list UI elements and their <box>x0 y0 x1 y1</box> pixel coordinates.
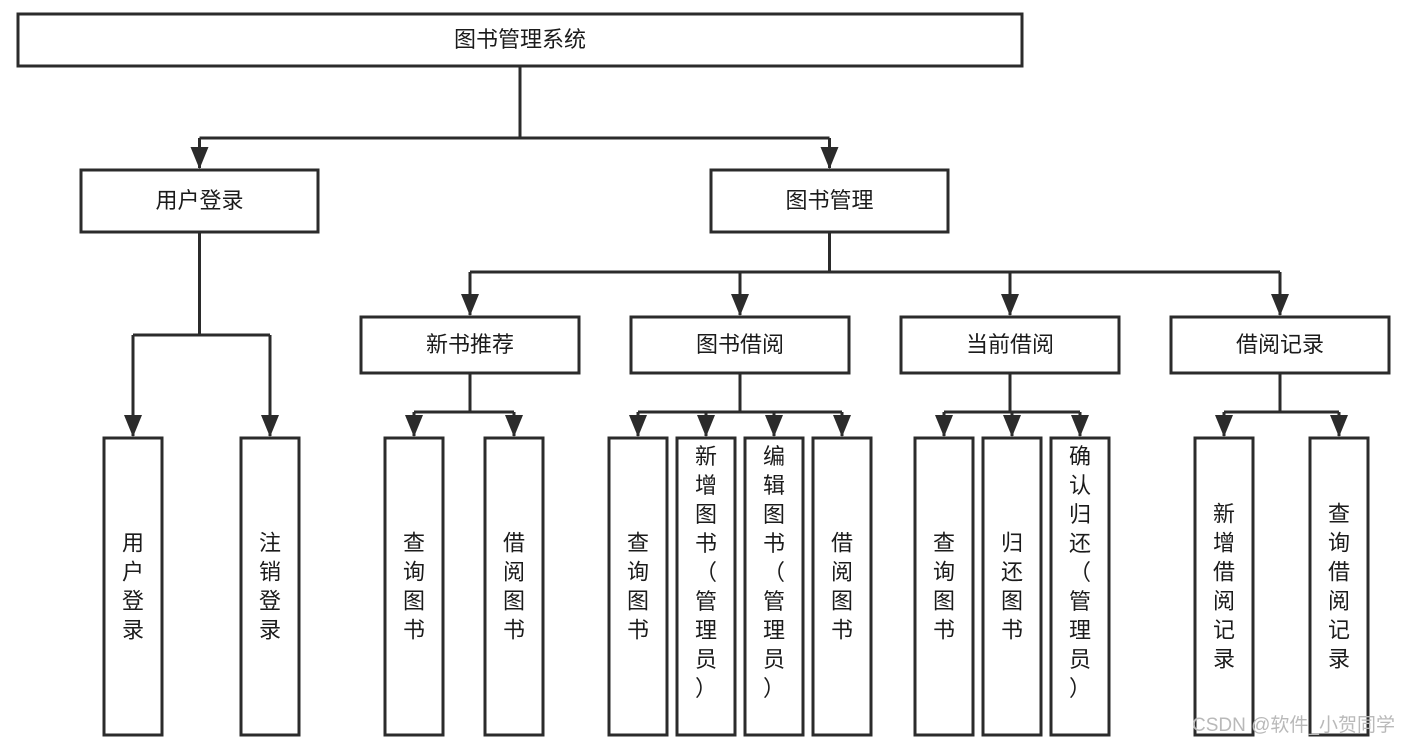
node-leaf-query-book-borrow-label: 查询图书 <box>627 531 649 643</box>
arrow-head-icon <box>261 415 279 437</box>
csdn-watermark: CSDN @软件_小贺同学 <box>1192 714 1395 736</box>
arrow-head-icon <box>1330 415 1348 437</box>
node-borrow-record[interactable]: 借阅记录 <box>1169 315 1391 375</box>
node-borrow-record-label: 借阅记录 <box>1236 332 1324 357</box>
node-leaf-query-book-current-label: 查询图书 <box>933 531 955 643</box>
arrow-head-icon <box>697 415 715 437</box>
node-leaf-query-borrow-record-box <box>1308 436 1370 737</box>
node-leaf-user-login[interactable]: 用户登录 <box>102 436 164 737</box>
node-leaf-query-book-recommend-label: 查询图书 <box>403 531 425 643</box>
node-leaf-user-login-label: 用户登录 <box>122 531 144 643</box>
node-new-book-recommend-label: 新书推荐 <box>426 332 514 357</box>
arrow-head-icon <box>1215 415 1233 437</box>
arrow-head-icon <box>731 294 749 316</box>
arrow-head-icon <box>1271 294 1289 316</box>
node-user-login[interactable]: 用户登录 <box>79 168 320 234</box>
node-leaf-add-borrow-record-box <box>1193 436 1255 737</box>
node-current-borrow[interactable]: 当前借阅 <box>899 315 1121 375</box>
node-leaf-query-borrow-record-label: 查询借阅记录 <box>1328 502 1350 672</box>
arrow-head-icon <box>124 415 142 437</box>
node-leaf-add-borrow-record-label: 新增借阅记录 <box>1213 502 1235 672</box>
node-root-box <box>16 12 1024 68</box>
node-leaf-add-book-admin[interactable]: 新增图书（管理员） <box>675 436 737 737</box>
node-book-borrow-label: 图书借阅 <box>696 332 784 357</box>
node-current-borrow-box <box>899 315 1121 375</box>
arrow-head-icon <box>461 294 479 316</box>
arrow-head-icon <box>629 415 647 437</box>
arrow-head-icon <box>1071 415 1089 437</box>
arrow-head-icon <box>1001 294 1019 316</box>
node-leaf-confirm-return-admin-label: 确认归还（管理员） <box>1069 444 1091 701</box>
node-root-label: 图书管理系统 <box>454 27 586 52</box>
node-leaf-logout-login[interactable]: 注销登录 <box>239 436 301 737</box>
node-leaf-add-book-admin-box <box>675 436 737 737</box>
node-leaf-edit-book-admin-label: 编辑图书（管理员） <box>763 444 785 701</box>
node-leaf-logout-login-box <box>239 436 301 737</box>
node-book-borrow[interactable]: 图书借阅 <box>629 315 851 375</box>
node-book-management-box <box>709 168 950 234</box>
node-book-management-label: 图书管理 <box>785 188 873 213</box>
node-leaf-edit-book-admin-box <box>743 436 805 737</box>
node-book-borrow-box <box>629 315 851 375</box>
node-leaf-logout-login-label: 注销登录 <box>259 531 281 643</box>
arrow-head-icon <box>820 147 839 169</box>
node-layer: 图书管理系统用户登录图书管理新书推荐图书借阅当前借阅借阅记录用户登录注销登录查询… <box>16 12 1391 737</box>
arrow-head-icon <box>833 415 851 437</box>
node-leaf-query-book-current-box <box>913 436 975 737</box>
node-leaf-query-book-recommend[interactable]: 查询图书 <box>383 436 445 737</box>
arrow-head-icon <box>935 415 953 437</box>
node-leaf-borrow-book-box <box>811 436 873 737</box>
node-leaf-return-book-label: 归还图书 <box>1001 531 1023 643</box>
node-leaf-confirm-return-admin-box <box>1049 436 1111 737</box>
arrow-head-icon <box>765 415 783 437</box>
arrow-head-icon <box>405 415 423 437</box>
node-leaf-borrow-book-label: 借阅图书 <box>831 531 853 643</box>
connector-layer <box>124 66 1348 437</box>
arrow-head-icon <box>190 147 209 169</box>
node-leaf-query-book-current[interactable]: 查询图书 <box>913 436 975 737</box>
node-leaf-confirm-return-admin[interactable]: 确认归还（管理员） <box>1049 436 1111 737</box>
node-leaf-add-borrow-record[interactable]: 新增借阅记录 <box>1193 436 1255 737</box>
node-current-borrow-label: 当前借阅 <box>966 332 1054 357</box>
node-root[interactable]: 图书管理系统 <box>16 12 1024 68</box>
node-leaf-edit-book-admin[interactable]: 编辑图书（管理员） <box>743 436 805 737</box>
node-book-management[interactable]: 图书管理 <box>709 168 950 234</box>
node-leaf-return-book-box <box>981 436 1043 737</box>
node-leaf-borrow-book-recommend-box <box>483 436 545 737</box>
node-borrow-record-box <box>1169 315 1391 375</box>
node-new-book-recommend-box <box>359 315 581 375</box>
arrow-head-icon <box>1003 415 1021 437</box>
node-leaf-return-book[interactable]: 归还图书 <box>981 436 1043 737</box>
node-new-book-recommend[interactable]: 新书推荐 <box>359 315 581 375</box>
node-leaf-query-borrow-record[interactable]: 查询借阅记录 <box>1308 436 1370 737</box>
node-leaf-user-login-box <box>102 436 164 737</box>
node-leaf-borrow-book-recommend-label: 借阅图书 <box>503 531 525 643</box>
arrow-head-icon <box>505 415 523 437</box>
node-leaf-borrow-book-recommend[interactable]: 借阅图书 <box>483 436 545 737</box>
node-leaf-borrow-book[interactable]: 借阅图书 <box>811 436 873 737</box>
node-leaf-query-book-borrow-box <box>607 436 669 737</box>
node-user-login-label: 用户登录 <box>155 188 243 213</box>
node-user-login-box <box>79 168 320 234</box>
node-leaf-add-book-admin-label: 新增图书（管理员） <box>695 444 717 701</box>
node-leaf-query-book-recommend-box <box>383 436 445 737</box>
node-leaf-query-book-borrow[interactable]: 查询图书 <box>607 436 669 737</box>
